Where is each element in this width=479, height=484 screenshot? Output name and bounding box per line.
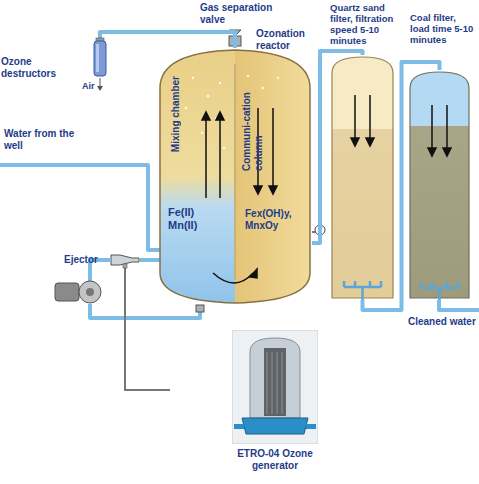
chamber-label: Mixing chamber xyxy=(170,76,182,152)
communication-column-band: Communi-cation columnFex(OH)y, MnxOy xyxy=(235,58,310,295)
outlet-valve xyxy=(196,305,204,312)
mixing-chamber-band: Mixing chamberFe(II) Mn(II) xyxy=(160,58,235,295)
ion-label: Fe(II) Mn(II) xyxy=(168,206,208,232)
air-label: Air xyxy=(82,80,95,92)
well-water-pipe xyxy=(0,165,160,250)
recirculation-pipe xyxy=(90,304,200,318)
ozone-destructor-label: Ozone destructors xyxy=(1,56,73,80)
ozone-destructor-cylinder: Ozone destructors xyxy=(93,38,107,78)
generator-label: ETRO-04 Ozone generator xyxy=(230,448,320,472)
pump-symbol xyxy=(55,281,101,303)
sand-filter-label: Quartz sand filter, filtration speed 5-1… xyxy=(330,2,404,46)
reactor-label: Ozonation reactor xyxy=(256,28,312,52)
cleaned-water-label: Cleaned water xyxy=(408,316,478,328)
ozone-generator-photo: ETRO-04 Ozone generator xyxy=(170,330,320,478)
water-pipe xyxy=(100,32,235,48)
ejector-label: Ejector xyxy=(64,254,108,266)
precipitate-label: Fex(OH)y, MnxOy xyxy=(245,208,301,232)
cleaned-water-pipe xyxy=(439,300,479,310)
ozone-tube xyxy=(125,268,170,390)
ejector-symbol: Ejector xyxy=(110,252,140,268)
water-pipe xyxy=(140,260,160,261)
ozonation-reactor-vessel: Ozonation reactorMixing chamberFe(II) Mn… xyxy=(158,48,312,305)
well-water-label: Water from the well xyxy=(4,128,76,152)
coal-filter-label: Coal filter, load time 5-10 minutes xyxy=(410,12,474,45)
valve-label: Gas separation valve xyxy=(200,2,280,26)
air-arrow xyxy=(97,78,103,91)
sand-filter-tank: Quartz sand filter, filtration speed 5-1… xyxy=(330,55,395,300)
column-label: Communi-cation column xyxy=(241,76,265,171)
coal-filter-tank: Coal filter, load time 5-10 minutes xyxy=(408,70,471,300)
